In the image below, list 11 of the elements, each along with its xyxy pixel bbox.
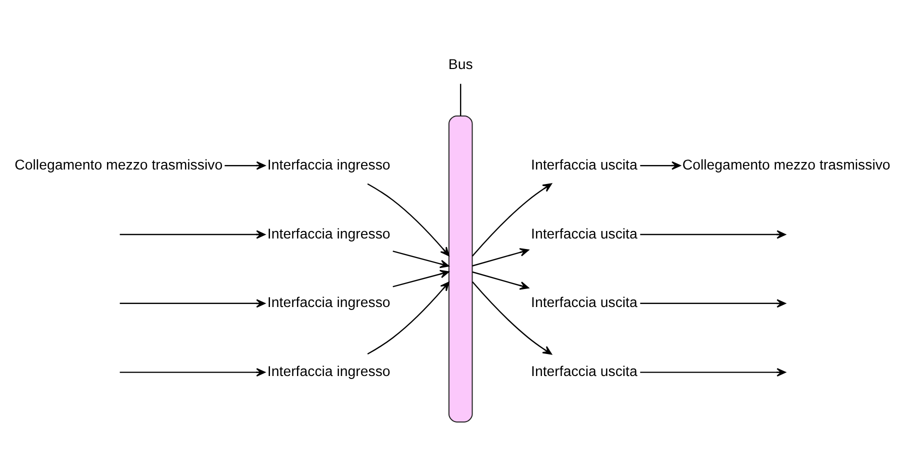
node-text: Interfaccia uscita xyxy=(531,226,638,242)
node-text: Interfaccia ingresso xyxy=(267,294,390,311)
node-text: Interfaccia ingresso xyxy=(267,156,390,173)
node-text: Interfaccia uscita xyxy=(531,156,638,173)
node-text: Interfaccia uscita xyxy=(531,294,638,311)
node-text: Collegamento mezzo trasmissivo xyxy=(682,156,890,173)
node-text: Interfaccia uscita xyxy=(531,364,638,380)
node-text: Bus xyxy=(448,56,473,73)
node-text: Collegamento mezzo trasmissivo xyxy=(14,156,223,173)
node-text: Interfaccia ingresso xyxy=(267,226,390,242)
node-text: Interfaccia ingresso xyxy=(267,364,390,380)
